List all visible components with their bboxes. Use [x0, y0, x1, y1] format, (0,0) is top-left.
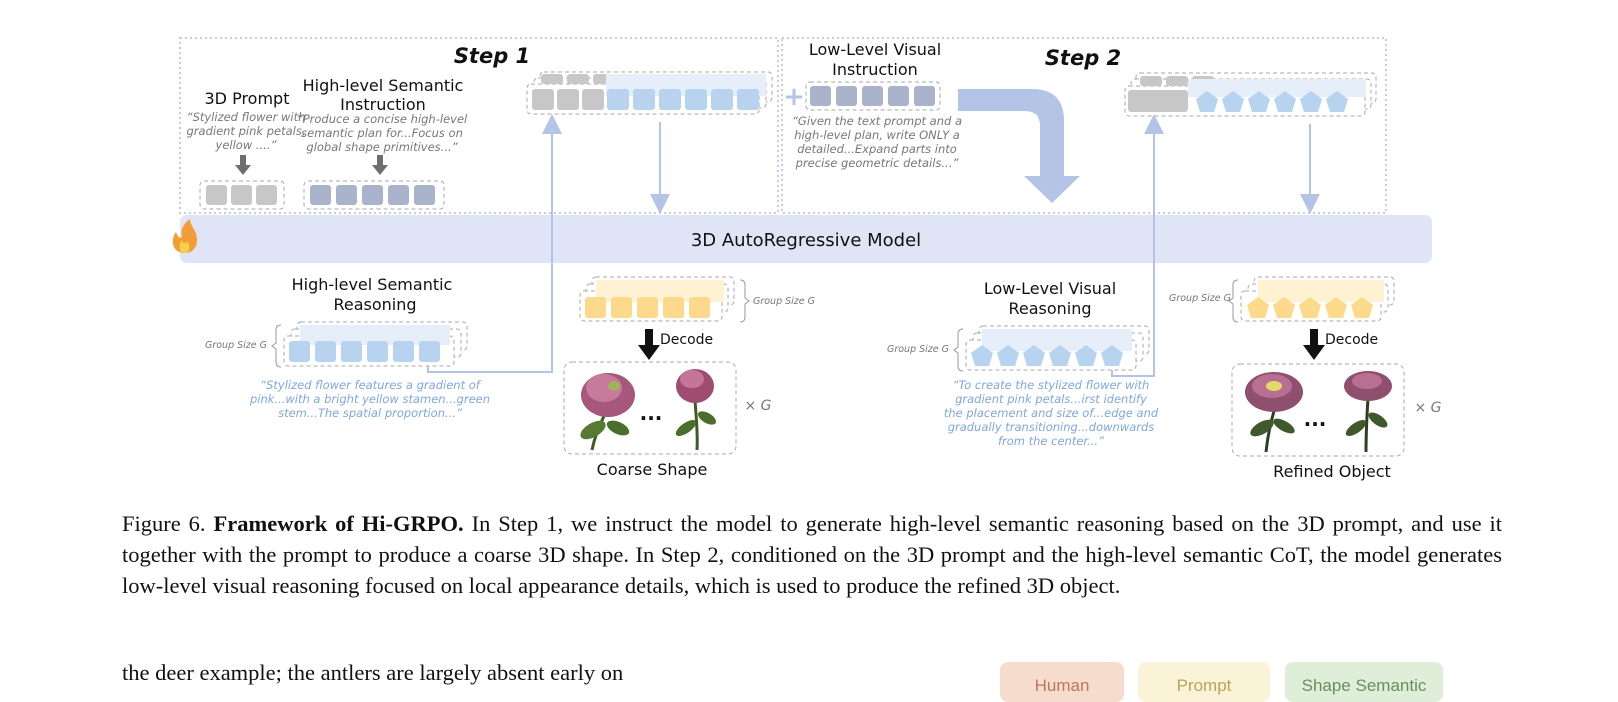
step2-frame: [781, 37, 1387, 214]
group-size-label: Group Size G: [887, 344, 949, 355]
fire-icon: [172, 219, 197, 253]
group-brace: [953, 328, 964, 372]
hl-instruction-tokens: [310, 185, 435, 205]
ll-reasoning-line: from the center...”: [998, 434, 1105, 448]
ll-instruction-title: Instruction: [832, 60, 918, 79]
hl-reasoning-line: “Stylized flower features a gradient of: [260, 378, 482, 392]
ll-instruction-line: “Given the text prompt and a: [792, 114, 962, 128]
prompt-text-line: “Stylized flower with: [187, 110, 306, 124]
hl-instruction-title: Instruction: [340, 95, 426, 114]
step2-pentagon-tokens: [1196, 91, 1348, 112]
hl-instruction-text: “Produce a concise high-level semantic p…: [297, 112, 468, 154]
prompt-tokens: [206, 185, 277, 205]
legend-chip-shape-semantic: Shape Semantic: [1285, 662, 1443, 702]
hl-reasoning-feedback-arrow: [427, 114, 562, 373]
prompt-text-line: gradient pink petals,: [187, 124, 306, 138]
group-brace: [739, 279, 750, 323]
step1-frame: [179, 37, 779, 214]
figure-caption: Figure 6. Framework of Hi-GRPO. In Step …: [122, 508, 1502, 601]
hl-instruction-line: global shape primitives...”: [306, 140, 458, 154]
coarse-shape-box: [563, 361, 737, 455]
ll-reasoning-line: gradually transitioning...downwards: [948, 420, 1155, 434]
group-brace: [1228, 279, 1239, 323]
refined-object-box: [1231, 363, 1405, 457]
group-brace: [271, 324, 282, 368]
ll-instruction-line: detailed...Expand parts into: [797, 142, 957, 156]
caption-text: In Step 1, we instruct the model to gene…: [122, 511, 1503, 598]
refined-flower-image: [1245, 372, 1303, 453]
ellipsis: ...: [640, 401, 663, 425]
step2-input-sequence: [1124, 72, 1377, 117]
times-g-label: × G: [744, 398, 771, 414]
hl-reasoning-group: [283, 321, 468, 367]
hl-reasoning-title: Reasoning: [333, 295, 416, 314]
refined-flower-image-2: [1344, 371, 1392, 453]
caption-title: Framework of Hi-GRPO.: [213, 511, 464, 536]
refined-object-token-group: [1240, 276, 1395, 322]
group-size-label: Group Size G: [1169, 293, 1231, 304]
hl-reasoning-title: High-level Semantic: [292, 275, 453, 294]
ll-reasoning-line: “To create the stylized flower with: [953, 378, 1150, 392]
decode-label: Decode: [1325, 332, 1378, 348]
decode-label: Decode: [660, 332, 713, 348]
ll-instruction-text: “Given the text prompt and a high-level …: [792, 114, 962, 170]
step1-label: Step 1: [454, 44, 530, 68]
ll-instruction-token-group: [805, 81, 941, 111]
prompt-text-line: yellow ....”: [215, 138, 278, 152]
ll-reasoning-feedback-arrow: [1111, 114, 1164, 377]
hl-instruction-line: “Produce a concise high-level: [297, 112, 468, 126]
coarse-shape-token-group: [579, 276, 735, 322]
hl-instruction-title: High-level Semantic: [303, 76, 464, 95]
ll-reasoning-group: [965, 325, 1150, 371]
coarse-flower-image-2: [675, 369, 717, 451]
ll-reasoning-title: Reasoning: [1008, 299, 1091, 318]
hl-instruction-down-arrow: [372, 155, 388, 175]
times-g-label: × G: [1414, 400, 1441, 416]
coarse-shape-label: Coarse Shape: [597, 460, 708, 479]
group-size-label: Group Size G: [205, 340, 267, 351]
ll-reasoning-line: the placement and size of...edge and: [944, 406, 1159, 420]
legend-chip-human: Human: [1000, 662, 1124, 702]
prompt-text: “Stylized flower with gradient pink peta…: [187, 110, 306, 152]
caption-label: Figure 6.: [122, 511, 206, 536]
ll-instruction-tokens: [810, 86, 935, 106]
ll-instruction-line: high-level plan, write ONLY a: [794, 128, 960, 142]
ll-instruction-line: precise geometric details...”: [795, 156, 960, 170]
hl-reasoning-line: pink...with a bright yellow stamen...gre…: [249, 392, 490, 406]
prompt-down-arrow: [235, 155, 251, 175]
big-curved-arrow: [958, 89, 1080, 203]
ll-reasoning-title: Low-Level Visual: [984, 279, 1116, 298]
model-band: [180, 215, 1432, 263]
model-label: 3D AutoRegressive Model: [691, 230, 921, 251]
ll-instruction-title: Low-Level Visual: [809, 40, 941, 59]
plus-icon: +: [783, 82, 805, 112]
ellipsis: ...: [1304, 407, 1327, 431]
decode-arrow: [638, 329, 660, 360]
hl-instruction-token-group: [303, 180, 445, 210]
body-text: the deer example; the antlers are largel…: [122, 660, 624, 685]
ll-reasoning-line: gradient pink petals...irst identify: [955, 392, 1147, 406]
ll-reasoning-text: “To create the stylized flower with grad…: [944, 378, 1159, 448]
refined-object-label: Refined Object: [1273, 462, 1391, 481]
step2-label: Step 2: [1045, 46, 1121, 70]
legend-chip-prompt: Prompt: [1138, 662, 1270, 702]
hl-reasoning-text: “Stylized flower features a gradient of …: [249, 378, 490, 420]
hl-instruction-line: semantic plan for...Focus on: [301, 126, 463, 140]
step1-input-sequence: [526, 71, 773, 115]
coarse-flower-image: [580, 373, 635, 451]
group-size-label: Group Size G: [753, 296, 815, 307]
prompt-title: 3D Prompt: [205, 89, 290, 108]
hi-grpo-framework-diagram: Step 1 Step 2 3D Prompt “Stylized flower…: [172, 37, 1442, 481]
prompt-token-group: [199, 180, 285, 210]
decode-arrow: [1303, 329, 1325, 360]
hl-reasoning-line: stem...The spatial proportion...”: [278, 406, 463, 420]
